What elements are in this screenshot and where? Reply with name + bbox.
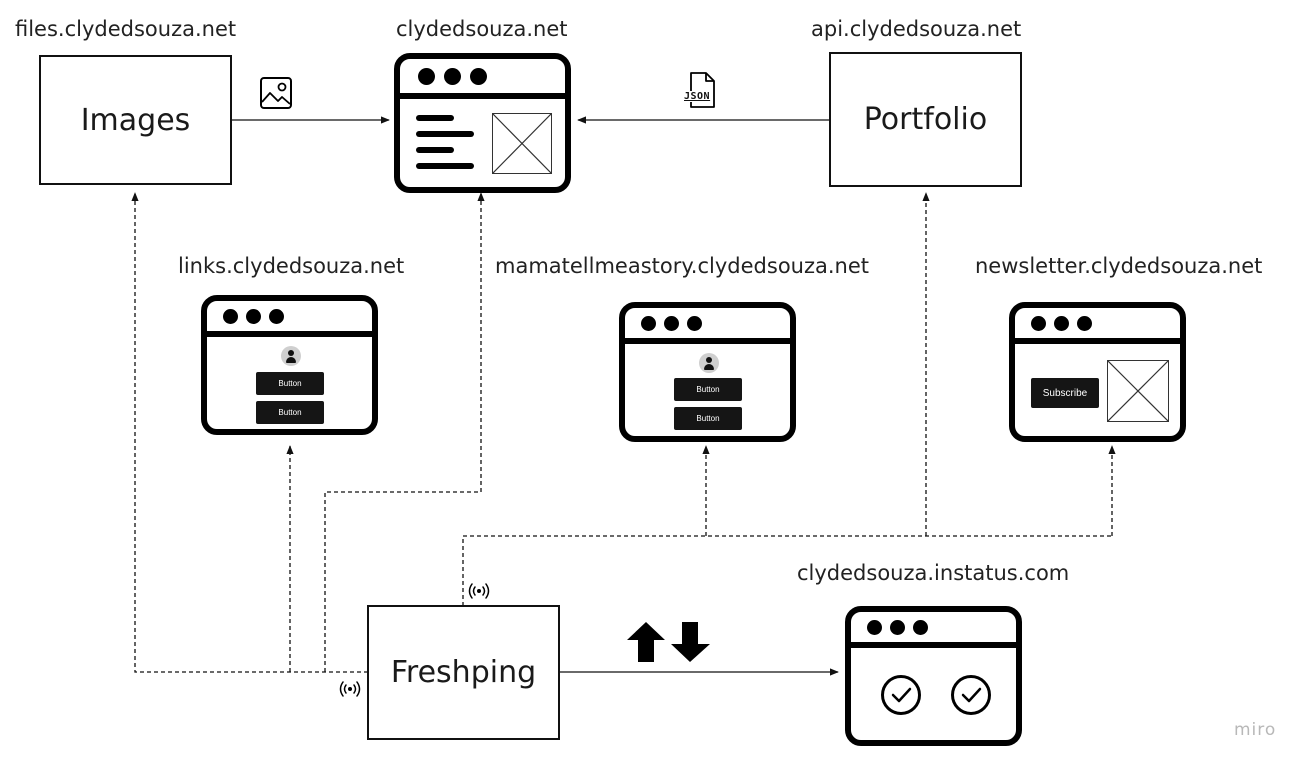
window-titlebar	[851, 612, 1016, 648]
window-titlebar	[1015, 308, 1180, 344]
broadcast-signal-icon	[339, 681, 361, 697]
freshping-box: Freshping	[367, 605, 560, 740]
label-main-site: clydedsouza.net	[396, 17, 568, 41]
broadcast-signal-icon	[468, 583, 490, 599]
avatar-icon	[699, 353, 719, 373]
images-box-label: Images	[80, 102, 191, 138]
images-box: Images	[39, 55, 232, 185]
mamatellmeastory-window: Button Button	[619, 302, 796, 442]
portfolio-box-label: Portfolio	[863, 102, 988, 137]
text-lines-icon	[416, 115, 474, 179]
mama-button-2[interactable]: Button	[674, 407, 742, 430]
edge-freshping-to-main	[324, 192, 485, 672]
window-titlebar	[625, 308, 790, 344]
freshping-box-label: Freshping	[390, 655, 537, 690]
label-mamatellmeastory: mamatellmeastory.clydedsouza.net	[495, 254, 870, 278]
mama-button-1[interactable]: Button	[674, 378, 742, 401]
check-circle-icon	[951, 675, 991, 715]
json-file-icon: JSON	[683, 71, 717, 109]
window-titlebar	[400, 59, 565, 99]
label-files: files.clydedsouza.net	[15, 17, 237, 41]
image-placeholder-icon	[1107, 360, 1169, 422]
avatar-icon	[281, 346, 301, 366]
newsletter-window: Subscribe	[1009, 302, 1186, 442]
status-page-window	[845, 606, 1022, 746]
up-down-arrows-icon	[627, 622, 710, 662]
links-button-2[interactable]: Button	[256, 401, 324, 424]
check-circle-icon	[881, 675, 921, 715]
label-status-page: clydedsouza.instatus.com	[797, 561, 1070, 585]
subscribe-button[interactable]: Subscribe	[1031, 378, 1099, 408]
image-placeholder-icon	[492, 113, 552, 174]
image-icon	[260, 77, 292, 109]
edge-freshping-branch	[462, 535, 1112, 606]
label-api: api.clydedsouza.net	[811, 17, 1022, 41]
main-site-window	[394, 53, 571, 193]
label-newsletter: newsletter.clydedsouza.net	[975, 254, 1263, 278]
window-titlebar	[207, 301, 372, 337]
links-button-1[interactable]: Button	[256, 372, 324, 395]
miro-watermark: miro	[1234, 720, 1277, 740]
portfolio-box: Portfolio	[829, 52, 1022, 187]
links-window: Button Button	[201, 295, 378, 435]
label-links: links.clydedsouza.net	[178, 254, 405, 278]
json-file-label: JSON	[683, 91, 712, 102]
